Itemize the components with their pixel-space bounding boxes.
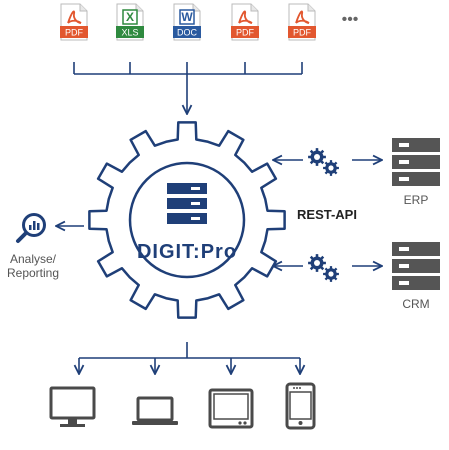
analytics-magnifier-icon bbox=[16, 213, 46, 243]
file-symbol-1: X bbox=[126, 10, 134, 24]
file-label-4: PDF bbox=[293, 28, 312, 38]
more-files-dots: ••• bbox=[342, 11, 359, 28]
phone-icon bbox=[285, 382, 316, 430]
devices-connector bbox=[79, 342, 300, 374]
cogs-icon-crm bbox=[308, 254, 339, 282]
monitor-icon bbox=[49, 386, 96, 427]
file-label-0: PDF bbox=[65, 28, 84, 38]
file-label-2: DOC bbox=[177, 28, 198, 38]
file-label-3: PDF bbox=[236, 28, 255, 38]
file-icon-xls: X XLS bbox=[116, 3, 144, 41]
cogs-icon-erp bbox=[308, 148, 339, 176]
crm-label: CRM bbox=[402, 297, 430, 311]
analyse-reporting-label: Analyse/ Reporting bbox=[6, 252, 60, 280]
file-icon-pdf: PDF bbox=[60, 3, 88, 41]
rest-api-label: REST-API bbox=[297, 207, 357, 222]
crm-server-icon bbox=[392, 242, 440, 290]
files-connector bbox=[73, 62, 303, 114]
file-icons-row: PDF X XLS W DOC PDF PDF bbox=[60, 3, 316, 41]
file-icon-pdf: PDF bbox=[231, 3, 259, 41]
tablet-icon bbox=[208, 388, 254, 429]
file-icon-pdf: PDF bbox=[288, 3, 316, 41]
core-title: DIGIT:Pro bbox=[137, 241, 237, 263]
erp-label: ERP bbox=[403, 193, 429, 207]
file-label-1: XLS bbox=[121, 28, 138, 38]
file-icon-doc: W DOC bbox=[173, 3, 201, 41]
file-symbol-2: W bbox=[181, 10, 193, 24]
erp-server-icon bbox=[392, 138, 440, 186]
server-stack-icon bbox=[167, 183, 207, 224]
laptop-icon bbox=[132, 396, 178, 425]
